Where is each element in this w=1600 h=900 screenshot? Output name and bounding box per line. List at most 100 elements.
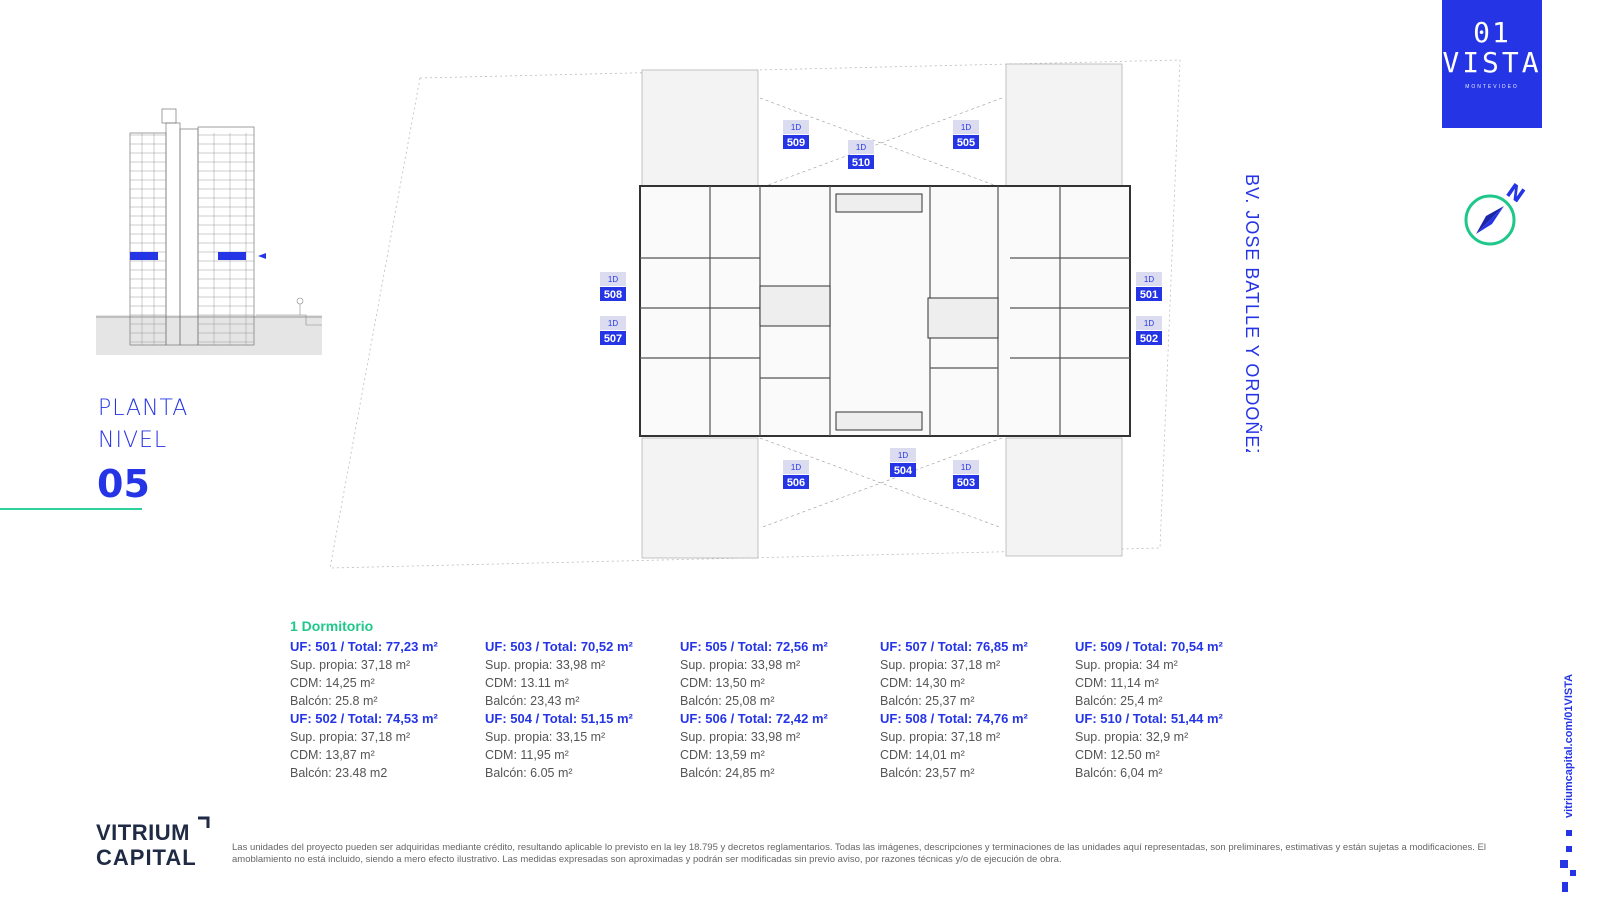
logo-name: VISTA	[1442, 46, 1542, 79]
side-url: vitriumcapital.com/01VISTA	[1563, 674, 1575, 818]
unit-sup: Sup. propia: 33,98 m²	[680, 730, 801, 744]
unit-uf: UF: 506 / Total: 72,42 m²	[680, 711, 828, 726]
unit-tag-503: 1D 503	[953, 460, 979, 489]
north-compass-icon: N	[1464, 182, 1526, 246]
unit-card: UF: 502 / Total: 74,53 m² Sup. propia: 37…	[290, 710, 438, 782]
svg-text:1D: 1D	[898, 451, 908, 460]
unit-sup: Sup. propia: 32,9 m²	[1075, 730, 1189, 744]
unit-card: UF: 505 / Total: 72,56 m² Sup. propia: 33…	[680, 638, 828, 710]
unit-uf: UF: 504 / Total: 51,15 m²	[485, 711, 633, 726]
section-title: 1 Dormitorio	[290, 618, 374, 634]
unit-cdm: CDM: 14,30 m²	[880, 676, 965, 690]
unit-tag-508: 1D 508	[600, 272, 626, 301]
svg-text:506: 506	[787, 477, 805, 489]
unit-balcon: Balcón: 25,37 m²	[880, 694, 975, 708]
unit-uf: UF: 507 / Total: 76,85 m²	[880, 639, 1028, 654]
unit-tag-506: 1D 506	[783, 460, 809, 489]
unit-cdm: CDM: 13,50 m²	[680, 676, 765, 690]
svg-text:1D: 1D	[791, 463, 801, 472]
unit-sup: Sup. propia: 33,15 m²	[485, 730, 606, 744]
svg-text:504: 504	[894, 465, 913, 477]
unit-sup: Sup. propia: 37,18 m²	[290, 730, 411, 744]
svg-text:502: 502	[1140, 333, 1158, 345]
disclaimer: Las unidades del proyecto pueden ser adq…	[232, 842, 1487, 865]
level-pointer-icon	[258, 253, 266, 259]
svg-text:BV. JOSE BATLLE Y ORDOÑEZ: BV. JOSE BATLLE Y ORDOÑEZ	[1242, 174, 1263, 452]
unit-cdm: CDM: 12.50 m²	[1075, 748, 1160, 762]
unit-card: UF: 503 / Total: 70,52 m² Sup. propia: 33…	[485, 638, 633, 710]
deco-square	[1566, 830, 1572, 836]
unit-uf: UF: 509 / Total: 70,54 m²	[1075, 639, 1223, 654]
svg-text:1D: 1D	[961, 463, 971, 472]
unit-card: UF: 504 / Total: 51,15 m² Sup. propia: 33…	[485, 710, 633, 782]
unit-tag-502: 1D 502	[1136, 316, 1162, 345]
unit-tag-509: 1D 509	[783, 120, 809, 149]
unit-card: UF: 509 / Total: 70,54 m² Sup. propia: 34…	[1075, 638, 1223, 710]
unit-sup: Sup. propia: 37,18 m²	[290, 658, 411, 672]
building-elevation	[96, 108, 322, 355]
svg-text:507: 507	[604, 333, 622, 345]
unit-uf: UF: 502 / Total: 74,53 m²	[290, 711, 438, 726]
unit-uf: UF: 503 / Total: 70,52 m²	[485, 639, 633, 654]
unit-cdm: CDM: 13,59 m²	[680, 748, 765, 762]
svg-text:1D: 1D	[608, 275, 618, 284]
unit-cdm: CDM: 14,25 m²	[290, 676, 375, 690]
unit-sup: Sup. propia: 34 m²	[1075, 658, 1178, 672]
svg-text:1D: 1D	[608, 319, 618, 328]
svg-text:1D: 1D	[1144, 275, 1154, 284]
unit-uf: UF: 505 / Total: 72,56 m²	[680, 639, 828, 654]
level-number: 05	[97, 462, 150, 506]
svg-text:vitriumcapital.com/01VISTA: vitriumcapital.com/01VISTA	[1563, 674, 1575, 818]
unit-balcon: Balcón: 25,4 m²	[1075, 694, 1163, 708]
unit-sup: Sup. propia: 33,98 m²	[680, 658, 801, 672]
unit-uf: UF: 510 / Total: 51,44 m²	[1075, 711, 1223, 726]
unit-tag-501: 1D 501	[1136, 272, 1162, 301]
svg-text:1D: 1D	[856, 143, 866, 152]
unit-tag-507: 1D 507	[600, 316, 626, 345]
svg-text:505: 505	[957, 137, 975, 149]
brand-logo: 01 VISTA MONTEVIDEO	[1442, 0, 1542, 128]
level-highlight-right	[218, 252, 246, 260]
nivel-label: NIVEL	[98, 428, 168, 453]
unit-balcon: Balcón: 25,08 m²	[680, 694, 775, 708]
svg-text:508: 508	[604, 289, 622, 301]
unit-balcon: Balcón: 6,04 m²	[1075, 766, 1163, 780]
unit-uf: UF: 501 / Total: 77,23 m²	[290, 639, 438, 654]
level-highlight-left	[130, 252, 158, 260]
svg-text:509: 509	[787, 137, 805, 149]
deco-square	[1570, 870, 1576, 876]
brand-mark-icon	[198, 816, 210, 828]
logo-number: 01	[1473, 16, 1511, 49]
unit-balcon: Balcón: 25.8 m²	[290, 694, 378, 708]
unit-cdm: CDM: 13.11 m²	[485, 676, 569, 690]
street-label: BV. JOSE BATLLE Y ORDOÑEZ	[1242, 174, 1263, 452]
svg-text:501: 501	[1140, 289, 1158, 301]
svg-text:1D: 1D	[791, 123, 801, 132]
svg-text:503: 503	[957, 477, 975, 489]
unit-cdm: CDM: 14,01 m²	[880, 748, 965, 762]
brand-capital: CAPITAL	[96, 845, 197, 870]
unit-tag-504: 1D 504	[890, 448, 916, 477]
planta-label: PLANTA	[98, 396, 189, 421]
floor-plan: 1D5091D5051D5101D5081D5071D5011D5021D506…	[330, 59, 1181, 569]
deco-square	[1560, 860, 1568, 868]
unit-tag-510: 1D 510	[848, 140, 874, 169]
unit-card: UF: 507 / Total: 76,85 m² Sup. propia: 37…	[880, 638, 1028, 710]
unit-card: UF: 510 / Total: 51,44 m² Sup. propia: 32…	[1075, 710, 1223, 782]
svg-text:1D: 1D	[1144, 319, 1154, 328]
deco-square	[1566, 846, 1572, 852]
unit-balcon: Balcón: 23.48 m2	[290, 766, 388, 780]
unit-sup: Sup. propia: 37,18 m²	[880, 658, 1001, 672]
svg-text:510: 510	[852, 157, 870, 169]
unit-sup: Sup. propia: 33,98 m²	[485, 658, 606, 672]
unit-cdm: CDM: 13,87 m²	[290, 748, 375, 762]
unit-balcon: Balcón: 23,43 m²	[485, 694, 580, 708]
unit-sup: Sup. propia: 37,18 m²	[880, 730, 1001, 744]
unit-balcon: Balcón: 6.05 m²	[485, 766, 573, 780]
unit-balcon: Balcón: 24,85 m²	[680, 766, 775, 780]
brand-vitrium: VITRIUM	[96, 820, 190, 845]
unit-cdm: CDM: 11,95 m²	[485, 748, 569, 762]
logo-sub: MONTEVIDEO	[1465, 84, 1519, 90]
